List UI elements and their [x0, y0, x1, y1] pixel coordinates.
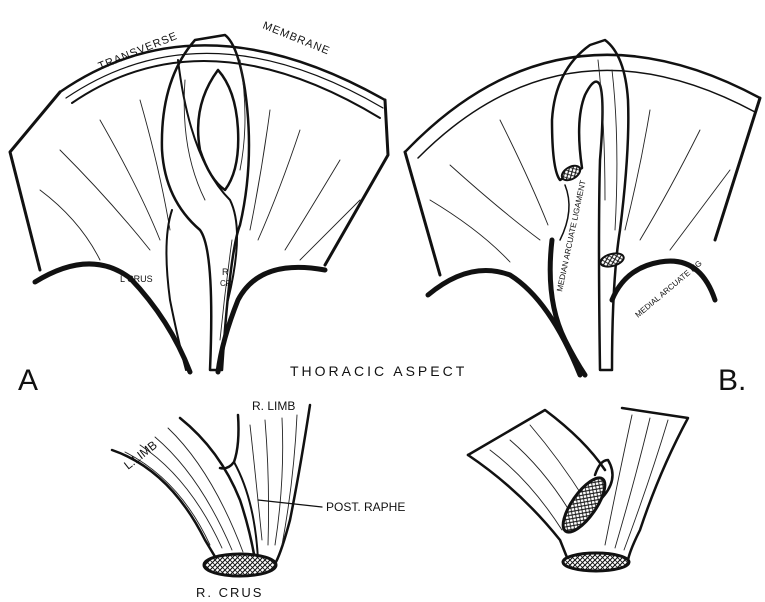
left-lateral-border — [10, 92, 60, 270]
lower-right-detail — [468, 408, 688, 571]
panel-b-left-border — [405, 152, 440, 275]
esophagus-right-cut — [599, 251, 625, 269]
median-arcuate-label: MEDIAN ARCUATE LIGAMENT — [555, 179, 587, 292]
left-arcuate-arc — [35, 264, 190, 372]
r-crus-label-1: R — [222, 267, 229, 277]
panel-a-fibers — [40, 100, 360, 260]
r-crus-lower-label: R. CRUS — [196, 585, 263, 600]
membrane-label: MEMBRANE — [261, 20, 332, 58]
lower-right-oblique-cut — [556, 472, 612, 538]
panel-b: MEDIAN ARCUATE LIGAMENT MEDIAL ARCUATE L… — [405, 40, 760, 397]
post-raphe-leader — [258, 500, 322, 507]
hiatus-crura-a — [162, 35, 249, 370]
transverse-membrane-inner-arc — [72, 61, 380, 118]
thoracic-aspect-caption: THORACIC ASPECT — [290, 363, 467, 379]
lower-right-crus-cut — [563, 553, 629, 571]
hiatus-crura-b — [552, 40, 628, 370]
panel-a-letter: A — [18, 364, 38, 397]
post-raphe-label: POST. RAPHE — [326, 500, 405, 514]
panel-b-right-border — [715, 98, 760, 240]
l-crus-label: L CRUS — [120, 274, 153, 284]
right-lateral-border — [325, 100, 388, 265]
transverse-label: TRANSVERSE — [97, 30, 180, 73]
lower-left-fibers — [125, 415, 297, 552]
lower-left-detail: L.LIMB R. LIMB POST. RAPHE R. CRUS — [112, 399, 405, 600]
r-limb-label: R. LIMB — [252, 399, 295, 413]
r-crus-label-2: CR — [220, 279, 232, 288]
panel-b-membrane-inner-arc — [418, 70, 755, 158]
panel-a: TRANSVERSE MEMBRANE L CRUS R CR A — [10, 20, 388, 397]
r-crus-cut-surface — [204, 554, 276, 576]
right-arcuate-arc — [218, 267, 325, 372]
panel-b-letter: B. — [718, 364, 746, 397]
